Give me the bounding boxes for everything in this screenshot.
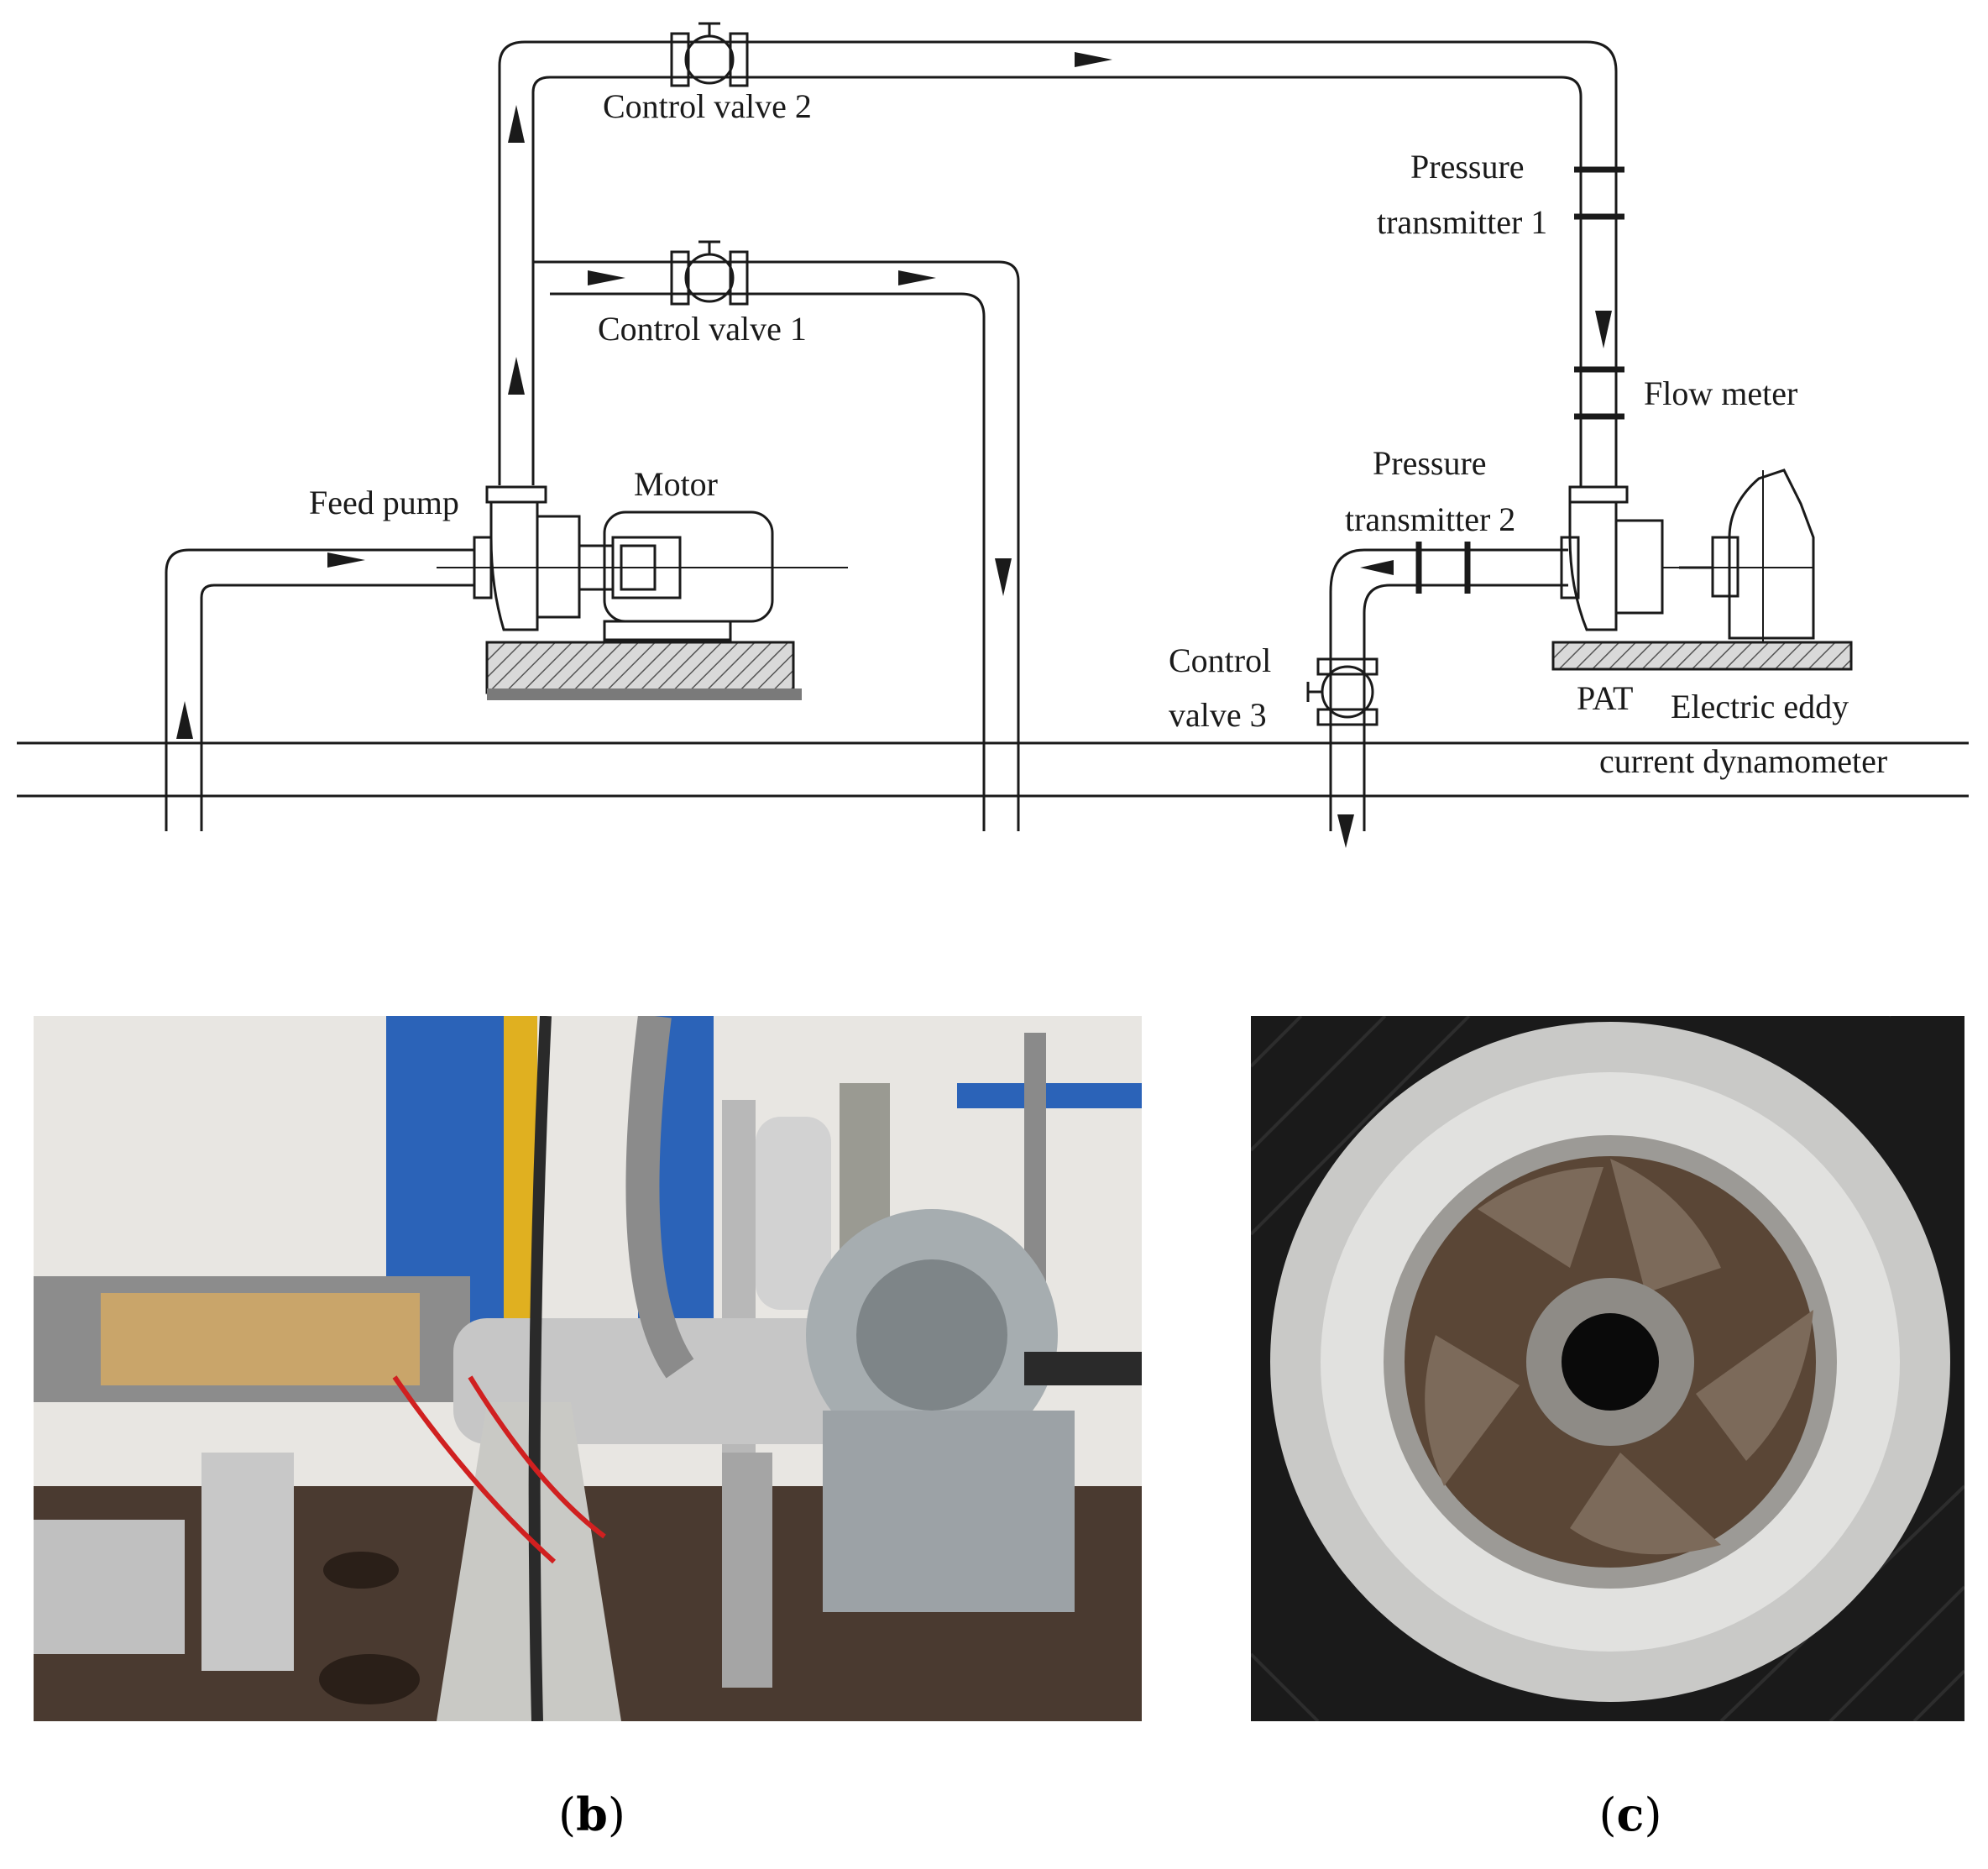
dynamometer-icon <box>1679 469 1815 663</box>
flow-arrows <box>176 52 1612 848</box>
motor-icon <box>578 510 774 641</box>
label-pressure-transmitter-1-a: Pressure <box>1410 148 1525 186</box>
label-pat: PAT <box>1577 679 1633 717</box>
test-rig-schematic: Control valve 2 Control valve 1 Feed pum… <box>17 22 1969 848</box>
label-feed-pump: Feed pump <box>309 484 459 521</box>
caption-c: (c) <box>1598 1788 1661 1841</box>
label-dynamometer-b: current dynamometer <box>1599 742 1887 780</box>
pat-outlet-pipe <box>1329 548 1568 831</box>
label-pressure-transmitter-1-b: transmitter 1 <box>1377 203 1547 241</box>
pat-foundation <box>1551 641 1853 671</box>
control-valve-1-icon <box>670 240 749 306</box>
feed-pump-icon <box>437 485 848 631</box>
label-flow-meter: Flow meter <box>1644 374 1797 412</box>
motor-foundation <box>485 641 795 694</box>
inlet-pipe <box>165 548 474 831</box>
label-control-valve-2: Control valve 2 <box>603 87 812 125</box>
motor-base <box>487 688 802 700</box>
control-valve-3-icon <box>1306 657 1379 726</box>
label-dynamometer-a: Electric eddy <box>1671 688 1849 725</box>
label-motor: Motor <box>634 465 718 503</box>
label-pressure-transmitter-2-b: transmitter 2 <box>1345 500 1515 538</box>
control-valve-2-icon <box>670 22 749 87</box>
label-pressure-transmitter-2-a: Pressure <box>1373 444 1487 482</box>
captions-bottom: (b) (c) <box>558 1788 1661 1841</box>
label-control-valve-1: Control valve 1 <box>598 310 807 348</box>
pat-icon <box>1560 485 1813 631</box>
photo-impeller <box>1251 1016 1964 1721</box>
riser-pipe <box>498 40 1618 487</box>
label-control-valve-3-b: valve 3 <box>1169 696 1267 734</box>
caption-b: (b) <box>558 1788 625 1841</box>
label-control-valve-3-a: Control <box>1169 641 1271 679</box>
bypass-pipe <box>533 260 1020 831</box>
photo-test-rig <box>34 1016 1142 1721</box>
